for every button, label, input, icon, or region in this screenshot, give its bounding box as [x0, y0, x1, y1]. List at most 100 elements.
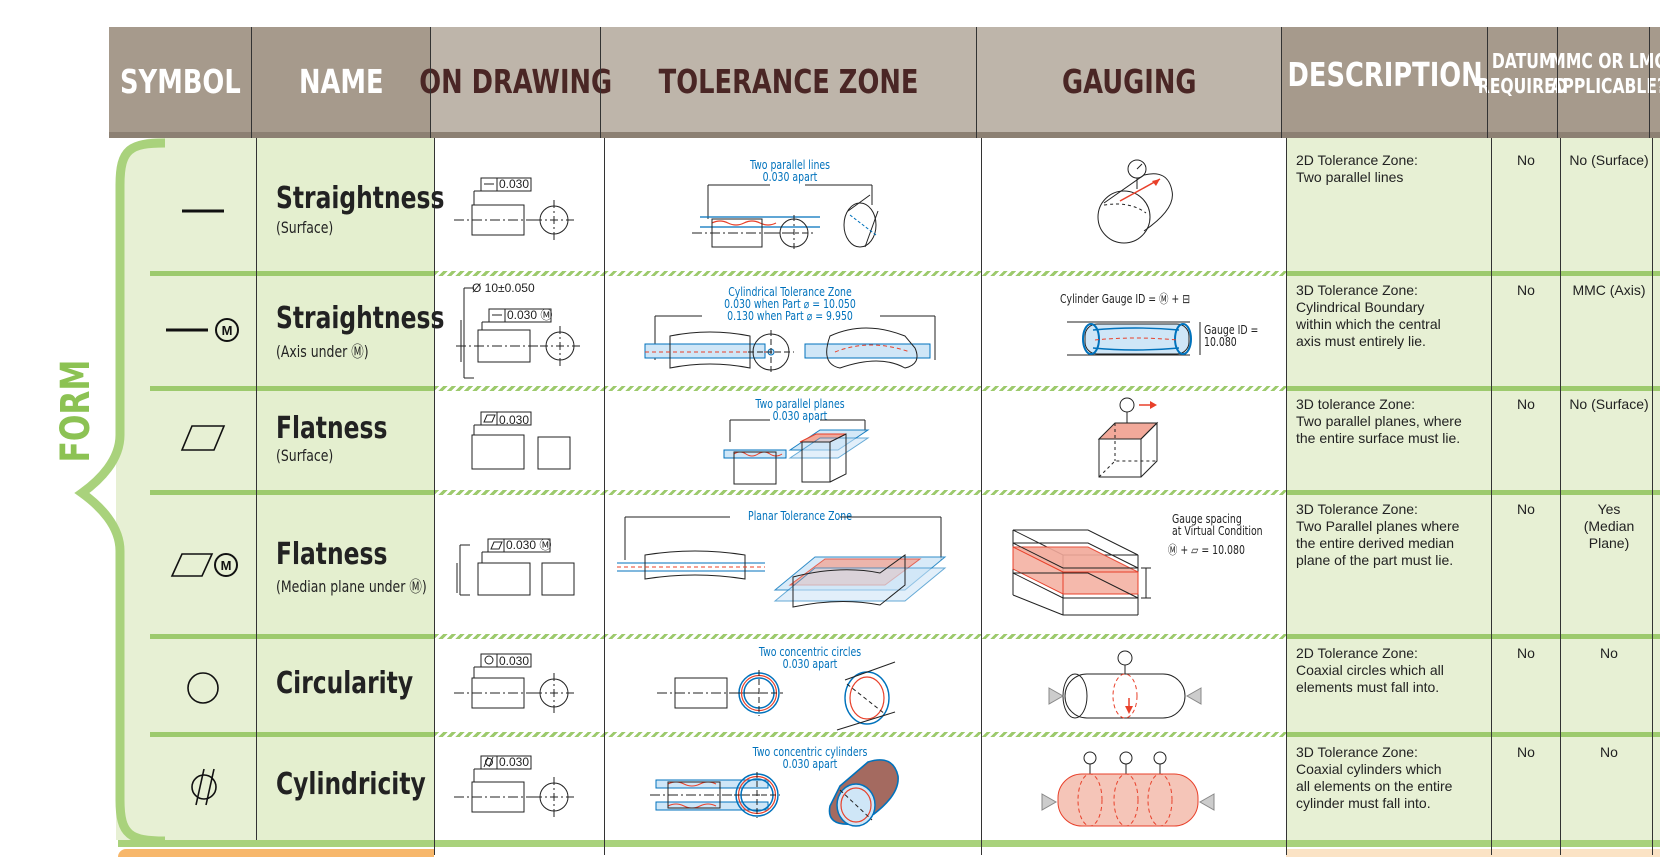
- row4-mmc-line: Yes: [1597, 501, 1621, 517]
- row6-zone-l2: 0.030 apart: [782, 757, 838, 771]
- col-divider: [251, 27, 252, 138]
- row6-zone-diagram: [650, 759, 899, 827]
- col-divider: [1487, 27, 1488, 138]
- header-shadow: [109, 132, 1660, 138]
- row2-desc-line: axis must entirely lie.: [1296, 333, 1426, 349]
- cylindricity-symbol: [191, 768, 217, 806]
- row-separator: [435, 732, 1286, 737]
- row2-zone-l3: 0.130 when Part ⌀ = 9.950: [727, 309, 853, 323]
- row3-desc-line: Two parallel planes, where: [1296, 413, 1462, 429]
- row5-callout-text: 0.030: [499, 654, 530, 668]
- header-on-drawing-text: ON DRAWING: [419, 61, 613, 101]
- row6-datum: No: [1517, 744, 1535, 760]
- row3-zone-l1: Two parallel planes: [755, 397, 845, 411]
- row4-sub: (Median plane under Ⓜ): [276, 577, 427, 596]
- row1-name: Straightness: [276, 181, 445, 216]
- bottom-rule: [118, 840, 1660, 847]
- row5-name: Circularity: [276, 666, 414, 701]
- row4-desc-line: 3D Tolerance Zone:: [1296, 501, 1418, 517]
- row4-drawing: [456, 538, 575, 596]
- row4-desc-line: plane of the part must lie.: [1296, 552, 1454, 568]
- header-description: DESCRIPTION: [1282, 27, 1488, 135]
- row5-desc-line: 2D Tolerance Zone:: [1296, 645, 1418, 661]
- row5-datum: No: [1517, 645, 1535, 661]
- row-separator: [150, 386, 435, 391]
- row3-description: 3D tolerance Zone: Two parallel planes, …: [1296, 396, 1462, 447]
- row-separator: [435, 490, 1286, 495]
- header-gauging: GAUGING: [977, 27, 1282, 135]
- header-mmc-l1: MMC OR LMC: [1550, 49, 1660, 73]
- row2-dim-text: Ø 10±0.050: [472, 281, 535, 295]
- row1-zone-l2: 0.030 apart: [762, 170, 818, 184]
- form-bracket: [74, 138, 166, 846]
- flatness-mmc-symbol: M: [170, 553, 238, 577]
- row3-callout-text: 0.030: [499, 413, 530, 427]
- row2-datum: No: [1517, 282, 1535, 298]
- row-separator: [1286, 386, 1660, 391]
- col-divider: [434, 138, 435, 855]
- row6-drawing: [454, 755, 574, 817]
- row2-sub: (Axis under Ⓜ): [276, 342, 369, 361]
- row4-zone-l1: Planar Tolerance Zone: [748, 509, 852, 523]
- row2-zone-l1: Cylindrical Tolerance Zone: [728, 285, 852, 299]
- row3-zone-l2: 0.030 apart: [772, 409, 828, 423]
- row2-zone-diagram: [644, 315, 936, 374]
- row1-mmc: No (Surface): [1569, 152, 1649, 168]
- straightness-symbol: [182, 209, 224, 213]
- row6-gauge: [1041, 751, 1215, 827]
- row2-gauge-l3: 10.080: [1204, 335, 1237, 349]
- col-divider: [1649, 27, 1650, 138]
- col-divider: [1557, 27, 1558, 138]
- row6-description: 3D Tolerance Zone: Coaxial cylinders whi…: [1296, 744, 1452, 812]
- col-divider: [256, 138, 257, 840]
- row5-zone-diagram: [657, 661, 896, 731]
- header-description-text: DESCRIPTION: [1287, 54, 1483, 94]
- row-separator: [435, 271, 1286, 276]
- row5-description: 2D Tolerance Zone: Coaxial circles which…: [1296, 645, 1444, 696]
- row3-datum: No: [1517, 396, 1535, 412]
- header-on-drawing: ON DRAWING: [420, 27, 613, 135]
- row4-name: Flatness: [276, 537, 388, 572]
- row-separator: [150, 732, 435, 737]
- header-symbol-text: SYMBOL: [120, 61, 241, 101]
- row2-gauge-l2: Gauge ID =: [1204, 323, 1259, 337]
- col-divider: [600, 27, 601, 138]
- svg-text:M: M: [221, 558, 232, 573]
- row4-mmc: Yes (Median Plane): [1561, 501, 1657, 552]
- col-divider: [1560, 138, 1561, 855]
- row4-desc-line: the entire derived median: [1296, 535, 1454, 551]
- row6-desc-line: Coaxial cylinders which: [1296, 761, 1442, 777]
- desc-col-bg: [1286, 138, 1660, 840]
- header-light-segment: [431, 27, 601, 135]
- row6-desc-line: all elements on the entire: [1296, 778, 1453, 794]
- row6-mmc: No: [1600, 744, 1618, 760]
- svg-text:M: M: [222, 323, 233, 338]
- row3-desc-line: the entire surface must lie.: [1296, 430, 1461, 446]
- row1-sub: (Surface): [276, 218, 334, 237]
- form-category-text: FORM: [52, 359, 99, 463]
- row4-gauge-l2: at Virtual Condition: [1172, 524, 1263, 538]
- row2-drawing: [456, 287, 580, 379]
- header-tolerance-zone: TOLERANCE ZONE: [601, 27, 977, 135]
- row-separator: [435, 634, 1286, 639]
- next-section-hint: [118, 849, 434, 857]
- row4-desc-line: Two Parallel planes where: [1296, 518, 1460, 534]
- row1-description: 2D Tolerance Zone: Two parallel lines: [1296, 152, 1418, 186]
- row-separator: [1286, 634, 1660, 639]
- col-divider: [430, 27, 431, 138]
- row-separator: [150, 634, 435, 639]
- row-separator: [1286, 271, 1660, 276]
- row1-drawing: [454, 177, 574, 240]
- header-name: NAME: [252, 27, 431, 135]
- row3-mmc: No (Surface): [1569, 396, 1649, 412]
- row4-datum: No: [1517, 501, 1535, 517]
- row-separator: [150, 490, 435, 495]
- row4-description: 3D Tolerance Zone: Two Parallel planes w…: [1296, 501, 1459, 569]
- row6-callout-text: 0.030: [499, 755, 530, 769]
- row2-desc-line: within which the central: [1296, 316, 1441, 332]
- name-col-bg: [256, 138, 435, 840]
- row-separator: [1286, 732, 1660, 737]
- header-light-segment: [601, 27, 977, 135]
- row4-gauge-l1: Gauge spacing: [1172, 512, 1242, 526]
